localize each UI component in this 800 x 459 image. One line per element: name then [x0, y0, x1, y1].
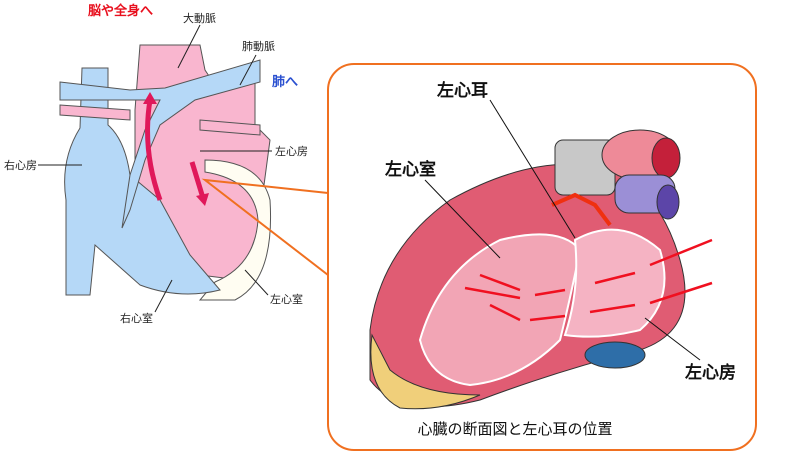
fat-layer [370, 333, 481, 410]
label-right-ventricle: 右心室 [120, 311, 153, 325]
label-detail-left-ventricle: 左心室 [385, 159, 436, 180]
label-left-ventricle: 左心室 [270, 292, 303, 306]
left-ventricle-wall [198, 159, 272, 301]
label-aorta: 大動脈 [183, 11, 216, 25]
label-pulmonary-artery: 肺動脈 [242, 39, 275, 53]
left-atrial-appendage-outline [551, 192, 612, 227]
label-right-atrium: 右心房 [4, 158, 37, 172]
flow-arrows [464, 238, 713, 322]
callout-connector [201, 178, 329, 276]
label-to-lungs: 肺へ [272, 74, 298, 90]
label-left-atrium: 左心房 [275, 145, 308, 158]
detail-leader-lines [424, 99, 701, 361]
aorta-opening [651, 137, 681, 179]
heart-cross-section-simple: 脳や全身へ 大動脈 肺動脈 肺へ 右心房 左心房 右心室 左心室 [4, 3, 308, 325]
pulmonary-vessel [59, 59, 261, 229]
label-to-brain-body: 脳や全身へ [88, 3, 153, 19]
coronary-sinus [584, 341, 646, 369]
pulmonary-vein-opening [656, 184, 680, 220]
callout-caption: 心臓の断面図と左心耳の位置 [417, 420, 612, 438]
right-heart-chamber [64, 67, 221, 296]
arrowhead-up [143, 92, 157, 104]
pulmonary-vein [59, 104, 261, 136]
arrowhead-down [196, 193, 209, 206]
leader-lines [38, 24, 272, 313]
left-atrium-inner [563, 228, 666, 338]
flow-arrow-up [145, 99, 163, 201]
heart-detailed-section: 左心耳 左心室 左心房 心臓の断面図と左心耳の位置 [369, 80, 736, 438]
flow-arrow-down [189, 161, 206, 199]
label-detail-left-atrium: 左心房 [685, 362, 736, 383]
label-left-atrial-appendage: 左心耳 [437, 80, 488, 101]
